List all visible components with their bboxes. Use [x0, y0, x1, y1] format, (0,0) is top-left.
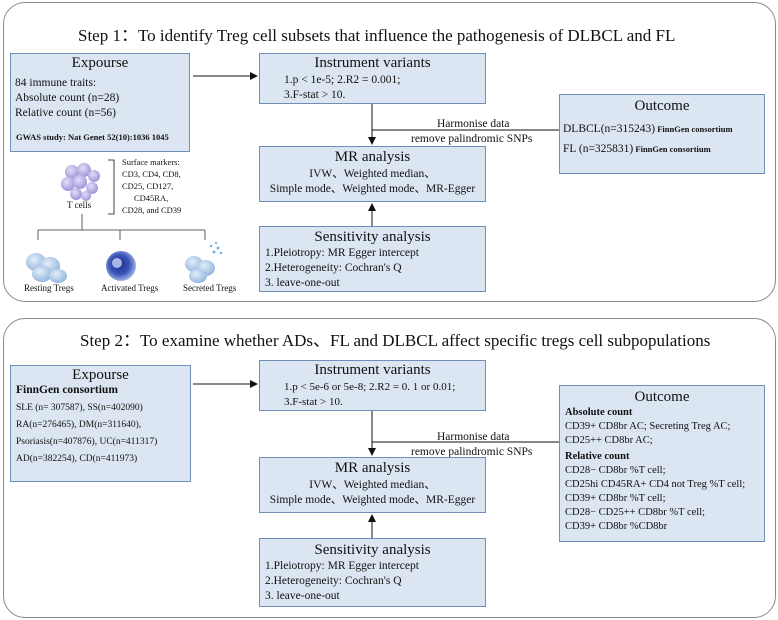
- step1-exposure-title: Expourse: [71, 55, 129, 71]
- resting-tregs-icon: [26, 253, 67, 283]
- step2-exposure-box: Expourse FinnGen consortium SLE (n= 3075…: [10, 365, 191, 482]
- step2-sensitivity-line1: 1.Pleiotropy: MR Egger intercept: [265, 560, 419, 572]
- step1-mr-box: MR analysis IVW、Weighted median、 Simple …: [259, 146, 486, 202]
- treg-subtype-tree: [37, 214, 206, 240]
- step2-relative-1: CD28− CD8br %T cell;: [565, 465, 666, 476]
- step1-sensitivity-box: Sensitivity analysis 1.Pleiotropy: MR Eg…: [259, 226, 486, 292]
- marker-line-3: CD45RA,: [134, 193, 169, 203]
- step1-instrument-line1: 1.p < 1e-5; 2.R2 = 0.001;: [284, 74, 401, 86]
- step2-sensitivity-line3: 3. leave-one-out: [265, 590, 340, 602]
- step1-harmonise-label: Harmonise data: [437, 118, 510, 130]
- step2-mr-title: MR analysis: [334, 460, 411, 476]
- secreted-tregs-label: Secreted Tregs: [183, 283, 237, 293]
- step1-sensitivity-line1: 1.Pleiotropy: MR Egger intercept: [265, 247, 419, 259]
- step1-instrument-title: Instrument variants: [314, 55, 431, 71]
- step1-outcome-box: Outcome DLBCL(n=315243) FinnGen consorti…: [559, 94, 765, 174]
- step1-outcome-fl: FL (n=325831): [563, 143, 634, 155]
- step2-absolute-1: CD39+ CD8br AC; Secreting Treg AC;: [565, 421, 731, 432]
- step1-mr-line1: IVW、Weighted median、: [309, 168, 436, 180]
- step2-exposure-title: Expourse: [72, 367, 129, 383]
- resting-tregs-label: Resting Tregs: [24, 283, 74, 293]
- step1-title: Step 1：To identify Treg cell subsets tha…: [78, 26, 676, 45]
- surface-markers-bracket: [108, 159, 115, 215]
- step2-exposure-item-3: Psoriasis(n=407876), UC(n=411317): [16, 437, 158, 447]
- surface-markers-label: Surface markers:: [122, 157, 180, 167]
- step2-exposure-source: FinnGen consortium: [16, 384, 118, 396]
- step2-outcome-title: Outcome: [634, 389, 690, 405]
- step1-instrument-box: Instrument variants 1.p < 1e-5; 2.R2 = 0…: [259, 53, 486, 104]
- step1-outcome-title: Outcome: [634, 98, 690, 114]
- step2-exposure-item-1: SLE (n= 307587), SS(n=402090): [16, 403, 143, 413]
- step1-outcome-fl-source: FinnGen consortium: [633, 144, 711, 154]
- step2-outcome-box: Outcome Absolute count CD39+ CD8br AC; S…: [559, 385, 765, 542]
- step1-palindromic-label: remove palindromic SNPs: [411, 133, 533, 145]
- step2-absolute-2: CD25++ CD8br AC;: [565, 435, 653, 446]
- step2-instrument-line2: 3.F-stat > 10.: [284, 396, 343, 408]
- step2-relative-3: CD39+ CD8br %T cell;: [565, 493, 666, 504]
- step2-absolute-heading: Absolute count: [565, 407, 633, 418]
- step1-exposure-box: Expourse 84 immune traits: Absolute coun…: [10, 53, 190, 152]
- step2-instrument-box: Instrument variants 1.p < 5e-6 or 5e-8; …: [259, 360, 486, 411]
- step2-mr-box: MR analysis IVW、Weighted median、 Simple …: [259, 457, 486, 513]
- step2-title: Step 2：To examine whether ADs、FL and DLB…: [80, 331, 711, 350]
- step1-outcome-dlbcl: DLBCL(n=315243): [563, 123, 656, 135]
- secreted-tregs-icon: [185, 241, 223, 283]
- activated-tregs-icon: [106, 251, 136, 281]
- marker-line-4: CD28, and CD39: [122, 205, 182, 215]
- t-cell-cluster-icon: [61, 163, 100, 201]
- marker-line-2: CD25, CD127,: [122, 181, 174, 191]
- step1-sensitivity-line3: 3. leave-one-out: [265, 277, 340, 289]
- step1-instrument-line2: 3.F-stat > 10.: [284, 89, 346, 101]
- step2-exposure-item-4: AD(n=382254), CD(n=411973): [16, 454, 138, 464]
- step2-relative-heading: Relative count: [565, 451, 630, 462]
- surface-markers-text: Surface markers: CD3, CD4, CD8, CD25, CD…: [122, 156, 181, 216]
- step2-instrument-title: Instrument variants: [314, 362, 431, 378]
- step2-sensitivity-title: Sensitivity analysis: [314, 542, 431, 558]
- step1-exposure-line1: 84 immune traits:: [15, 77, 97, 89]
- step1-outcome-dlbcl-source: FinnGen consortium: [655, 124, 733, 134]
- step2-sensitivity-line2: 2.Heterogeneity: Cochran's Q: [265, 575, 402, 587]
- step1-exposure-line2: Absolute count (n=28): [15, 92, 120, 104]
- step2-mr-line2: Simple mode、Weighted mode、MR-Egger: [269, 494, 476, 506]
- step2-palindromic-label: remove palindromic SNPs: [411, 446, 533, 458]
- step2-relative-4: CD28− CD25++ CD8br %T cell;: [565, 507, 706, 518]
- step1-mr-line2: Simple mode、Weighted mode、MR-Egger: [269, 183, 476, 195]
- marker-line-1: CD3, CD4, CD8,: [122, 169, 181, 179]
- step2-relative-2: CD25hi CD45RA+ CD4 not Treg %T cell;: [565, 479, 746, 490]
- step1-mr-title: MR analysis: [334, 149, 411, 165]
- activated-tregs-label: Activated Tregs: [101, 283, 159, 293]
- step1-sensitivity-title: Sensitivity analysis: [314, 229, 431, 245]
- step2-sensitivity-box: Sensitivity analysis 1.Pleiotropy: MR Eg…: [259, 538, 486, 607]
- step2-mr-line1: IVW、Weighted median、: [309, 479, 436, 491]
- t-cells-label: T cells: [67, 200, 92, 210]
- step2-relative-5: CD39+ CD8br %CD8br: [565, 521, 668, 532]
- step1-sensitivity-line2: 2.Heterogeneity: Cochran's Q: [265, 262, 402, 274]
- step2-instrument-line1: 1.p < 5e-6 or 5e-8; 2.R2 = 0. 1 or 0.01;: [284, 381, 456, 393]
- step1-exposure-line3: Relative count (n=56): [15, 107, 117, 119]
- step2-harmonise-label: Harmonise data: [437, 431, 510, 443]
- step1-gwas-study: GWAS study: Nat Genet 52(10):1036 1045: [16, 132, 169, 142]
- step2-exposure-item-2: RA(n=276465), DM(n=311640),: [16, 420, 142, 430]
